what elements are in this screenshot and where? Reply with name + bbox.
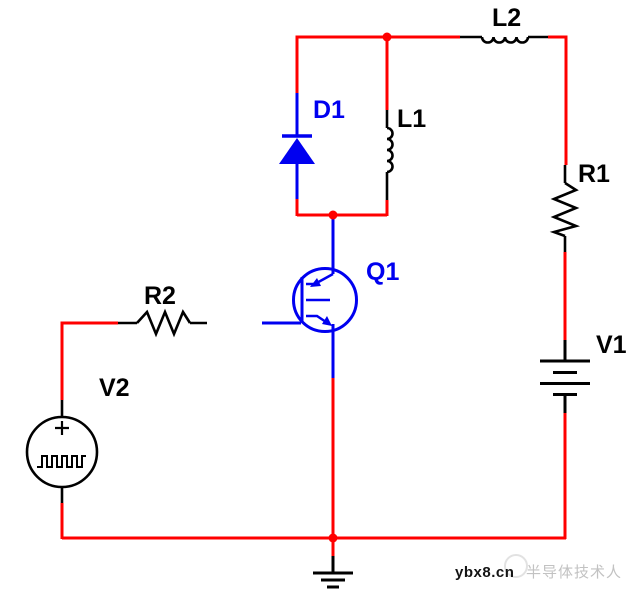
resistor-R2: R2 [118, 282, 207, 338]
label-V2: V2 [99, 374, 130, 402]
label-Q1: Q1 [366, 258, 399, 286]
diode-triangle [279, 138, 315, 164]
inductor-L1: L1 [385, 105, 426, 200]
r2-zigzag [136, 308, 192, 338]
ground-symbol [313, 556, 353, 589]
label-L2: L2 [492, 4, 521, 32]
highlighted-pin-wires [262, 93, 335, 378]
wire-top-node [295, 35, 460, 93]
q1-source-arrow [322, 316, 332, 326]
diode-D1: D1 [279, 96, 345, 164]
watermark-publisher: 半导体技术人 [526, 564, 622, 581]
pulse-source-V2: V2 [25, 374, 130, 503]
watermark-site: ybx8.cn [455, 564, 514, 581]
label-R1: R1 [578, 160, 610, 188]
mosfet-Q1: Q1 [292, 258, 399, 333]
watermark-logo-ring [504, 554, 528, 578]
battery-V1: V1 [540, 331, 627, 413]
wire-top-right-corner [548, 35, 568, 165]
junction-dot-ground [328, 533, 338, 543]
label-D1: D1 [313, 96, 345, 124]
junction-dot-top [382, 32, 392, 42]
label-V1: V1 [596, 331, 627, 359]
wire-nets [60, 35, 568, 556]
v2-plus-sign [55, 421, 69, 435]
q1-body-circle [292, 267, 358, 333]
inductor-L2: L2 [460, 4, 548, 44]
label-R2: R2 [144, 282, 176, 310]
watermark: ybx8.cn 半导体技术人 [455, 554, 622, 581]
wire-r2-to-v2 [60, 321, 118, 400]
l2-coil [480, 36, 530, 44]
junction-dots [328, 32, 392, 543]
v2-square-wave-icon [37, 455, 86, 468]
junction-dot-drain [328, 210, 338, 220]
resistor-R1: R1 [549, 160, 610, 252]
l1-coil [386, 126, 394, 174]
r1-zigzag [549, 181, 581, 238]
label-L1: L1 [397, 105, 426, 133]
